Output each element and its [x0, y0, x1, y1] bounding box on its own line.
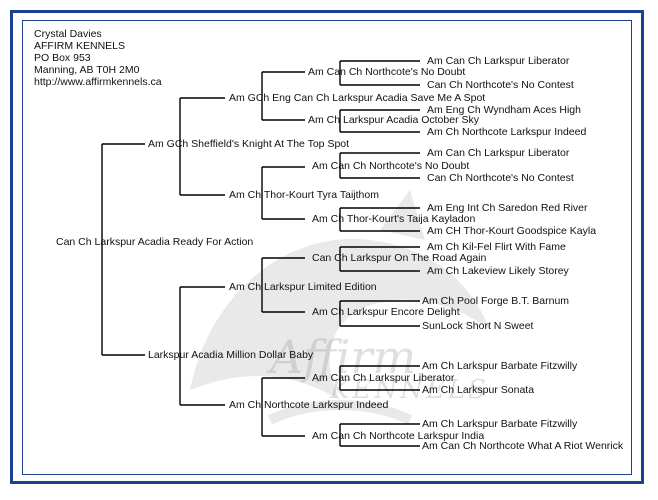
dss-sire-name: Am Ch Kil-Fel Flirt With Fame: [427, 241, 566, 253]
dsd-sire-name: Am Ch Pool Forge B.T. Barnum: [422, 295, 570, 307]
subject-dog-name: Can Ch Larkspur Acadia Ready For Action: [56, 236, 254, 248]
ssd-sire-name: Am Eng Ch Wyndham Aces High: [427, 104, 581, 116]
dam-name: Larkspur Acadia Million Dollar Baby: [148, 349, 314, 361]
dd-sire-name: Am Can Ch Larkspur Liberator: [312, 372, 455, 384]
contact-url[interactable]: http://www.affirmkennels.ca: [34, 76, 162, 88]
contact-kennel: AFFIRM KENNELS: [34, 40, 126, 52]
contact-name: Crystal Davies: [34, 28, 102, 40]
sd-sire-name: Am Can Ch Northcote's No Doubt: [312, 160, 470, 172]
inner-frame: [22, 20, 632, 475]
ss-dam-name: Am Ch Larkspur Acadia October Sky: [308, 114, 479, 126]
contact-po-box: PO Box 953: [34, 52, 91, 64]
ssd-dam-name: Am Ch Northcote Larkspur Indeed: [427, 126, 587, 138]
contact-city: Manning, AB T0H 2M0: [34, 64, 140, 76]
ds-sire-name: Can Ch Larkspur On The Road Again: [312, 252, 487, 264]
ddd-dam-name: Am Can Ch Northcote What A Riot Wenrick: [422, 440, 624, 452]
dss-dam-name: Am Ch Lakeview Likely Storey: [427, 265, 569, 277]
sd-dam-name: Am Ch Thor-Kourt's Taija Kayladon: [312, 213, 476, 225]
ds-dam-name: Am Ch Larkspur Encore Delight: [312, 306, 460, 318]
dam-dam-name: Am Ch Northcote Larkspur Indeed: [229, 399, 389, 411]
dds-dam-name: Am Ch Larkspur Sonata: [422, 384, 535, 396]
outer-frame: [10, 10, 644, 484]
sss-sire-name: Am Can Ch Larkspur Liberator: [427, 55, 570, 67]
sds-sire-name: Am Can Ch Larkspur Liberator: [427, 147, 570, 159]
ss-sire-name: Am Can Ch Northcote's No Doubt: [308, 66, 466, 78]
contact-block: Crystal Davies AFFIRM KENNELS PO Box 953…: [34, 28, 162, 88]
dsd-dam-name: SunLock Short N Sweet: [422, 320, 534, 332]
dds-sire-name: Am Ch Larkspur Barbate Fitzwilly: [422, 360, 578, 372]
sire-dam-name: Am Ch Thor-Kourt Tyra Taijthom: [229, 189, 379, 201]
ddd-sire-name: Am Ch Larkspur Barbate Fitzwilly: [422, 418, 578, 430]
dam-sire-name: Am Ch Larkspur Limited Edition: [229, 281, 377, 293]
sire-sire-name: Am GCh Eng Can Ch Larkspur Acadia Save M…: [229, 92, 486, 104]
sdd-dam-name: Am CH Thor-Kourt Goodspice Kayla: [427, 225, 597, 237]
sdd-sire-name: Am Eng Int Ch Saredon Red River: [427, 202, 588, 214]
sire-name: Am GCh Sheffield's Knight At The Top Spo…: [148, 138, 350, 150]
sds-dam-name: Can Ch Northcote's No Contest: [427, 172, 574, 184]
dd-dam-name: Am Can Ch Northcote Larkspur India: [312, 430, 485, 442]
sss-dam-name: Can Ch Northcote's No Contest: [427, 79, 574, 91]
